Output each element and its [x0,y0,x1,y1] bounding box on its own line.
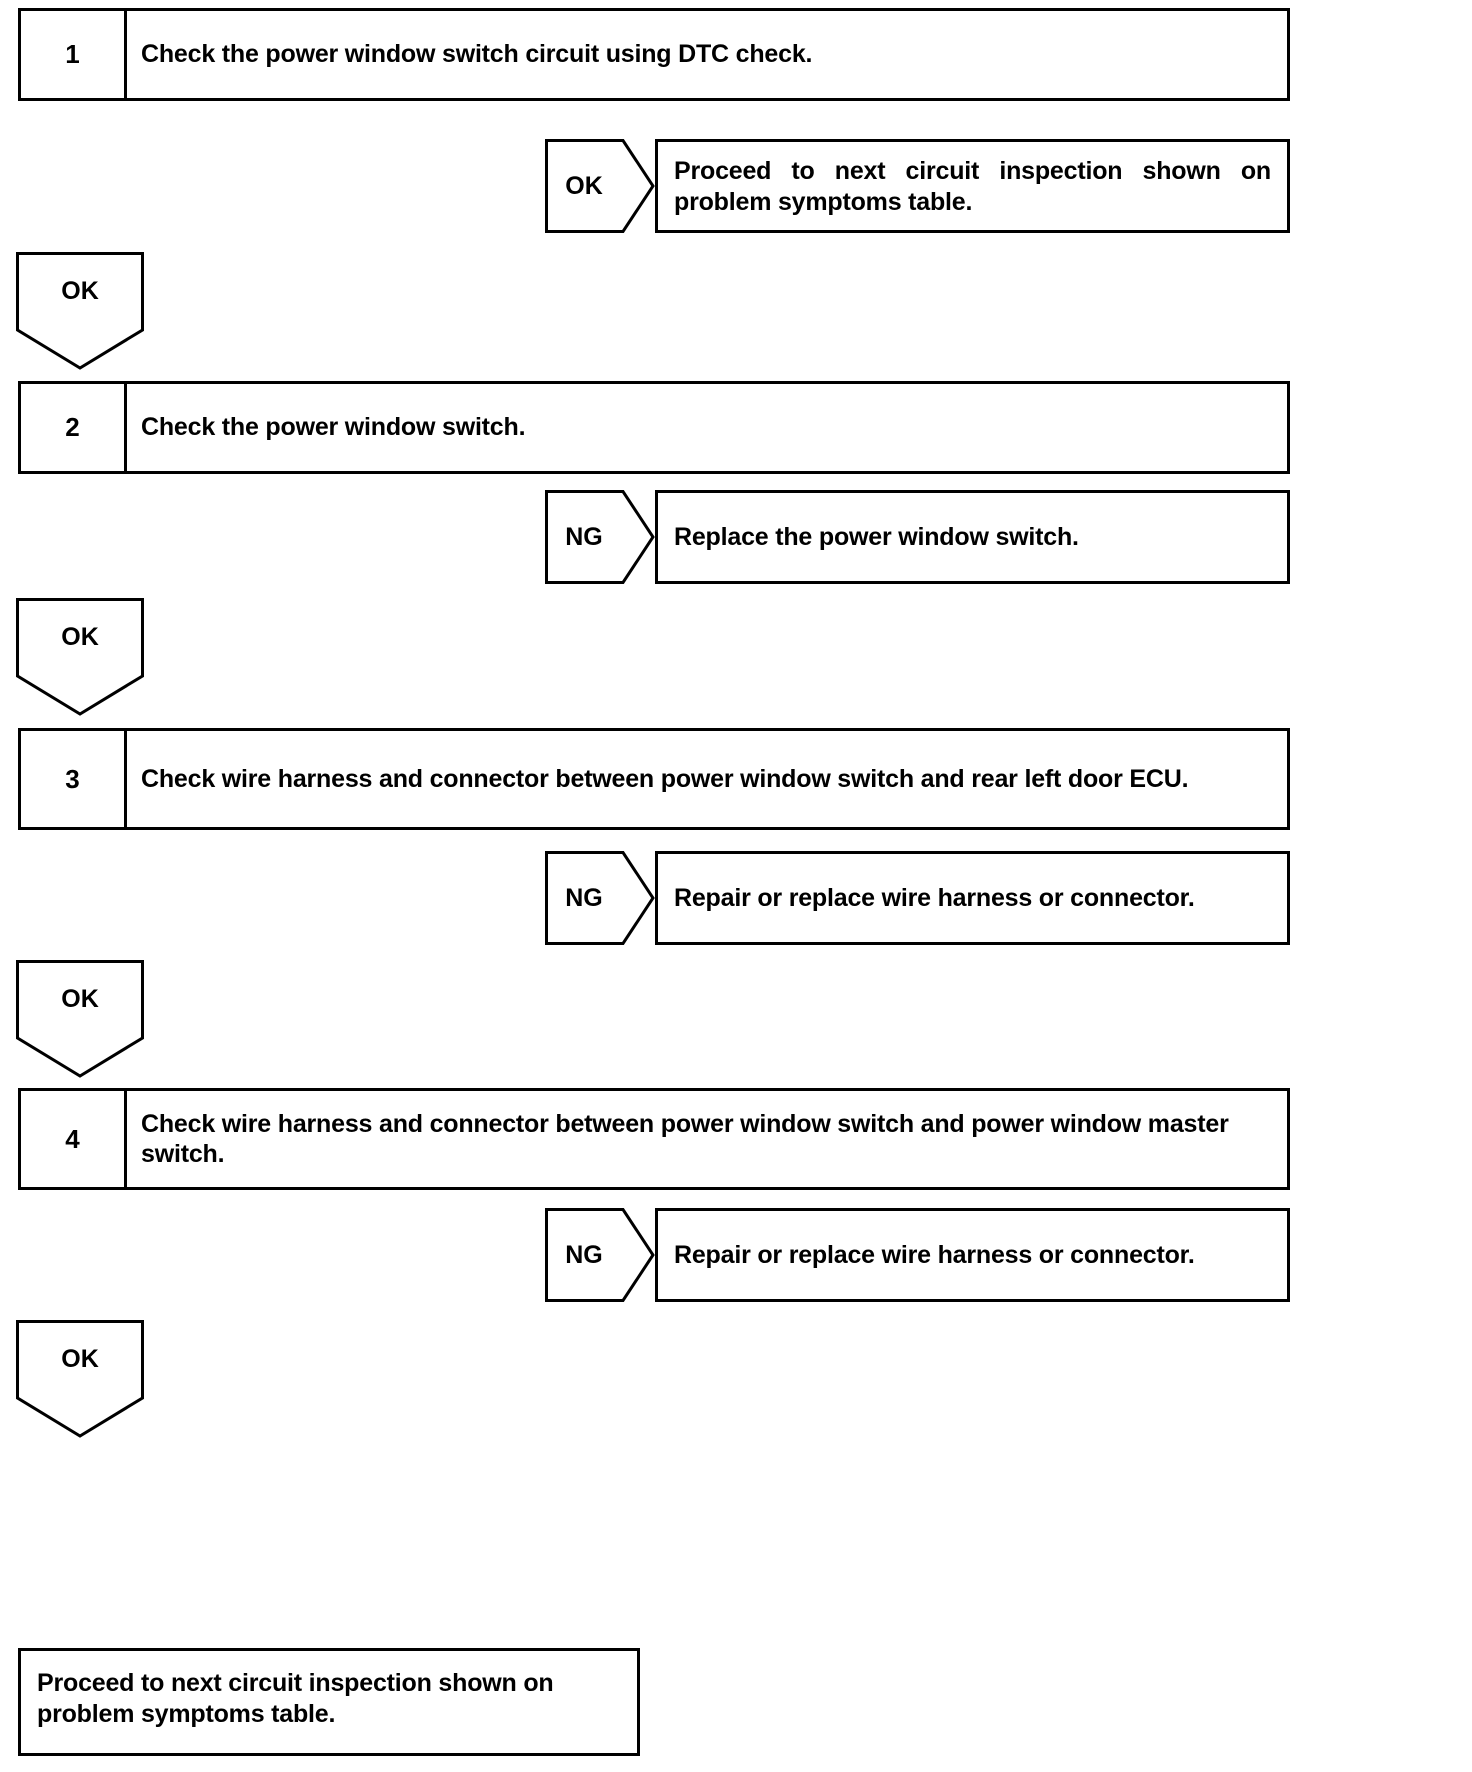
branch-tag-ng-2-label: NG [565,522,603,551]
step-box-1: 1 Check the power window switch circuit … [18,8,1290,101]
branch-tag-ng-3-label: NG [565,883,603,912]
branch-tag-ok-1-label: OK [565,171,603,200]
final-result-box: Proceed to next circuit inspection shown… [18,1648,640,1756]
result-box-1-line-2: problem symptoms table. [674,187,973,216]
continue-arrow-ok-3-label: OK [61,984,99,1013]
branch-tag-ng-4-label: NG [565,1240,603,1269]
branch-tag-ng-4: NG [545,1208,655,1302]
step-text-1: Check the power window switch circuit us… [141,40,813,69]
step-box-3: 3 Check wire harness and connector betwe… [18,728,1290,830]
result-box-1-line-1: Proceed to next circuit inspection shown… [674,157,1271,185]
result-box-2-line-1: Replace the power window switch. [674,522,1079,551]
final-result-line-2: problem symptoms table. [37,1699,336,1728]
result-box-2: Replace the power window switch. [655,490,1290,584]
continue-arrow-ok-1: OK [16,252,144,370]
result-box-3: Repair or replace wire harness or connec… [655,851,1290,945]
step-box-2: 2 Check the power window switch. [18,381,1290,474]
step-text-3: Check wire harness and connector between… [141,764,1189,793]
step-number-2: 2 [21,384,127,471]
result-box-4: Repair or replace wire harness or connec… [655,1208,1290,1302]
step-number-3: 3 [21,731,127,827]
step-text-4: Check wire harness and connector between… [141,1109,1229,1169]
continue-arrow-ok-2-label: OK [61,622,99,651]
result-box-4-line-1: Repair or replace wire harness or connec… [674,1240,1195,1269]
step-number-4: 4 [21,1091,127,1187]
branch-tag-ng-3: NG [545,851,655,945]
continue-arrow-ok-2: OK [16,598,144,716]
continue-arrow-ok-1-label: OK [61,276,99,305]
result-box-3-line-1: Repair or replace wire harness or connec… [674,883,1195,912]
branch-tag-ok-1: OK [545,139,655,233]
final-result-line-1: Proceed to next circuit inspection shown… [37,1669,554,1697]
continue-arrow-ok-4-label: OK [61,1344,99,1373]
result-box-1: Proceed to next circuit inspection shown… [655,139,1290,233]
step-box-4: 4 Check wire harness and connector betwe… [18,1088,1290,1190]
step-text-2: Check the power window switch. [141,413,526,442]
step-number-1: 1 [21,11,127,98]
continue-arrow-ok-3: OK [16,960,144,1078]
continue-arrow-ok-4: OK [16,1320,144,1438]
branch-tag-ng-2: NG [545,490,655,584]
